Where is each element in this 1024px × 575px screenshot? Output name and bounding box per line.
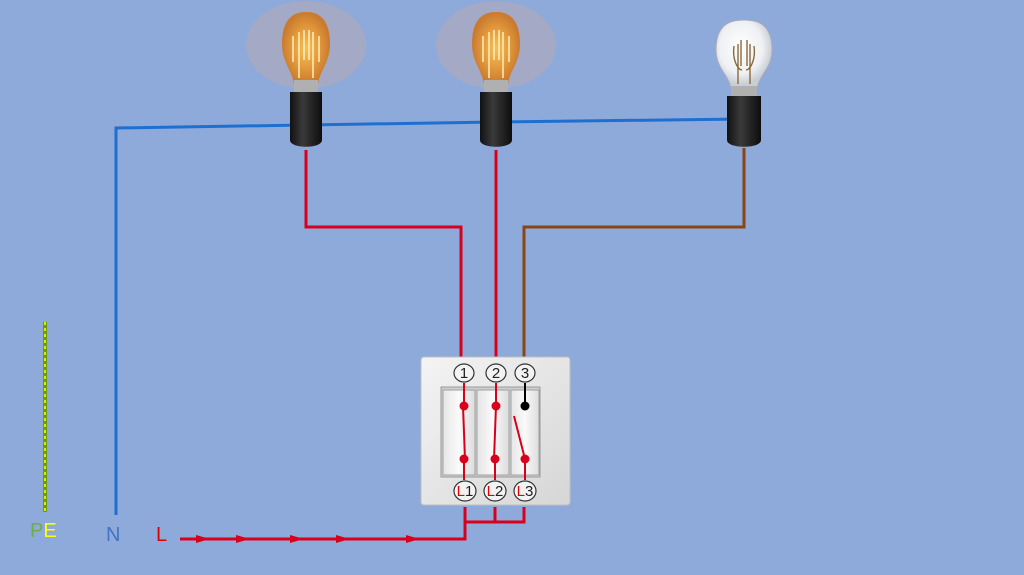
svg-text:L1: L1	[457, 483, 474, 500]
terminal-bottom-l2-prefix: L	[487, 483, 495, 500]
lamp-2-socket	[480, 92, 512, 147]
label-n: N	[106, 524, 120, 546]
terminal-bottom-l2: L2	[483, 480, 507, 502]
terminal-bottom-l1-number: 1	[465, 483, 473, 500]
terminal-top-2: 2	[485, 363, 507, 383]
lamp-2	[436, 1, 556, 147]
terminal-top-3: 3	[514, 363, 536, 383]
rocker-1[interactable]	[442, 389, 476, 476]
live-flow-arrows	[196, 535, 420, 543]
live-bridge-wire	[465, 507, 526, 524]
label-pe-e: E	[43, 520, 56, 542]
svg-text:L2: L2	[487, 483, 504, 500]
live-feed-wire	[180, 507, 467, 541]
terminal-top-1-label: 1	[460, 365, 468, 382]
lamp-3	[715, 19, 773, 147]
terminal-bottom-l1-prefix: L	[457, 483, 465, 500]
switched-wire-lamp-1	[304, 150, 463, 362]
switched-wire-lamp-3	[522, 148, 746, 362]
terminal-bottom-l3: L3	[513, 480, 537, 502]
triple-switch: 1 2 3 L1 L2 L3	[420, 356, 571, 506]
terminal-bottom-l2-number: 2	[495, 483, 503, 500]
label-l: L	[156, 524, 167, 546]
terminal-top-1: 1	[453, 363, 475, 383]
terminal-top-2-label: 2	[492, 365, 500, 382]
terminal-bottom-l3-number: 3	[525, 483, 533, 500]
lamp-1-bulb	[282, 12, 330, 84]
terminal-top-3-label: 3	[521, 365, 529, 382]
terminal-bottom-l1: L1	[453, 480, 477, 502]
terminal-bottom-l3-prefix: L	[517, 483, 525, 500]
lamp-1-socket	[290, 92, 322, 147]
lamp-3-socket	[727, 96, 761, 147]
lamp-3-bulb	[715, 19, 773, 89]
lamp-1	[246, 1, 366, 147]
label-pe: PE	[30, 520, 57, 542]
lamp-2-bulb	[472, 12, 520, 84]
svg-text:L3: L3	[517, 483, 534, 500]
label-pe-p: P	[30, 520, 43, 542]
